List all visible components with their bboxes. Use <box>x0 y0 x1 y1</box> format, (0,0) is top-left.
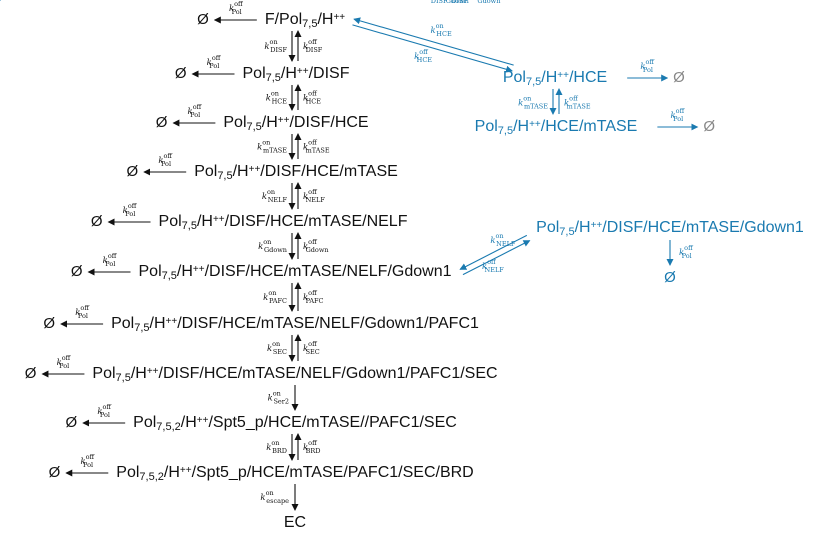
state-9: Pol7,5,2/H++/Spt5_p/HCE/mTASE//PAFC1/SEC <box>133 414 457 433</box>
state-5: Pol7,5/H++/DISF/HCE/mTASE/NELF <box>159 213 408 232</box>
state-3: Pol7,5/H++/DISF/HCE <box>223 114 368 133</box>
empty-set-icon: Ø <box>91 213 103 230</box>
state-8: Pol7,5/H++/DISF/HCE/mTASE/NELF/Gdown1/PA… <box>92 365 497 384</box>
empty-set-icon: Ø <box>664 269 676 286</box>
empty-set-icon: Ø <box>66 414 78 431</box>
branch-nelf-forward-arrow <box>459 234 528 270</box>
state-10: Pol7,5,2/H++/Spt5_p/HCE/mTASE/PAFC1/SEC/… <box>116 464 473 483</box>
empty-set-icon: Ø <box>197 11 209 28</box>
empty-set-icon: Ø <box>703 118 715 135</box>
empty-set-icon: Ø <box>175 65 187 82</box>
state-2: Pol7,5/H++/DISF <box>243 65 350 84</box>
empty-set-icon: Ø <box>43 315 55 332</box>
branch-state-1: Pol7,5/H++/HCE <box>503 69 607 88</box>
branch-state-2: Pol7,5/H++/HCE/mTASE <box>475 118 638 137</box>
state-1: F/Pol7,5/H++ <box>265 11 345 30</box>
empty-set-icon: Ø <box>156 114 168 131</box>
empty-set-icon: Ø <box>25 365 37 382</box>
empty-set-icon: Ø <box>71 263 83 280</box>
empty-set-icon: Ø <box>49 464 61 481</box>
branch-hce-forward-arrow <box>352 24 513 73</box>
empty-set-icon: Ø <box>127 163 139 180</box>
empty-set-icon: Ø <box>673 69 685 86</box>
state-4: Pol7,5/H++/DISF/HCE/mTASE <box>194 163 398 182</box>
state-7: Pol7,5/H++/DISF/HCE/mTASE/NELF/Gdown1/PA… <box>111 315 479 334</box>
state-6: Pol7,5/H++/DISF/HCE/mTASE/NELF/Gdown1 <box>139 263 452 282</box>
state-11: EC <box>284 514 306 531</box>
branch-state-3: Pol7,5/H++/DISF/HCE/mTASE/Gdown1 <box>536 219 804 238</box>
branch-hce-backward-arrow <box>353 17 514 66</box>
branch-nelf-backward-arrow <box>462 240 531 276</box>
